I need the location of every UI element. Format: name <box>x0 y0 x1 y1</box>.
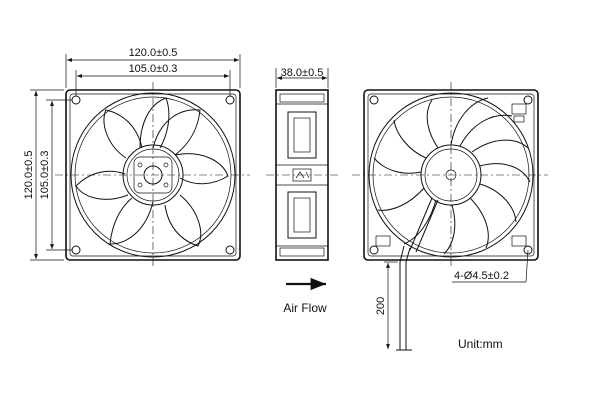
air-flow-indicator: Air Flow <box>283 277 327 315</box>
unit-label: Unit:mm <box>458 337 503 351</box>
dim-hole-spacing-width: 105.0±0.3 <box>129 63 178 75</box>
lead-wires: 200 <box>375 245 412 351</box>
rear-fan-blades <box>373 97 531 255</box>
rear-struts <box>409 197 439 253</box>
rear-view <box>352 82 548 268</box>
front-dimensions: 120.0±0.5 105.0±0.3 120.0±0.5 105.0±0.3 <box>23 47 241 261</box>
front-view <box>55 82 250 268</box>
dim-depth: 38.0±0.5 <box>281 67 324 79</box>
dim-hole-spacing-height: 105.0±0.3 <box>39 151 51 200</box>
dim-lead-length: 200 <box>375 297 387 315</box>
air-flow-label: Air Flow <box>283 301 327 315</box>
dim-overall-height: 120.0±0.5 <box>23 151 35 200</box>
front-fan-blades <box>75 97 229 247</box>
dim-overall-width: 120.0±0.5 <box>129 47 178 59</box>
mount-hole-callout: 4-Ø4.5±0.2 <box>452 249 529 283</box>
side-view: 38.0±0.5 <box>266 67 338 261</box>
rear-corner-tabs <box>375 103 527 247</box>
rear-mount-holes <box>369 95 533 255</box>
dim-mount-holes: 4-Ø4.5±0.2 <box>454 270 509 282</box>
